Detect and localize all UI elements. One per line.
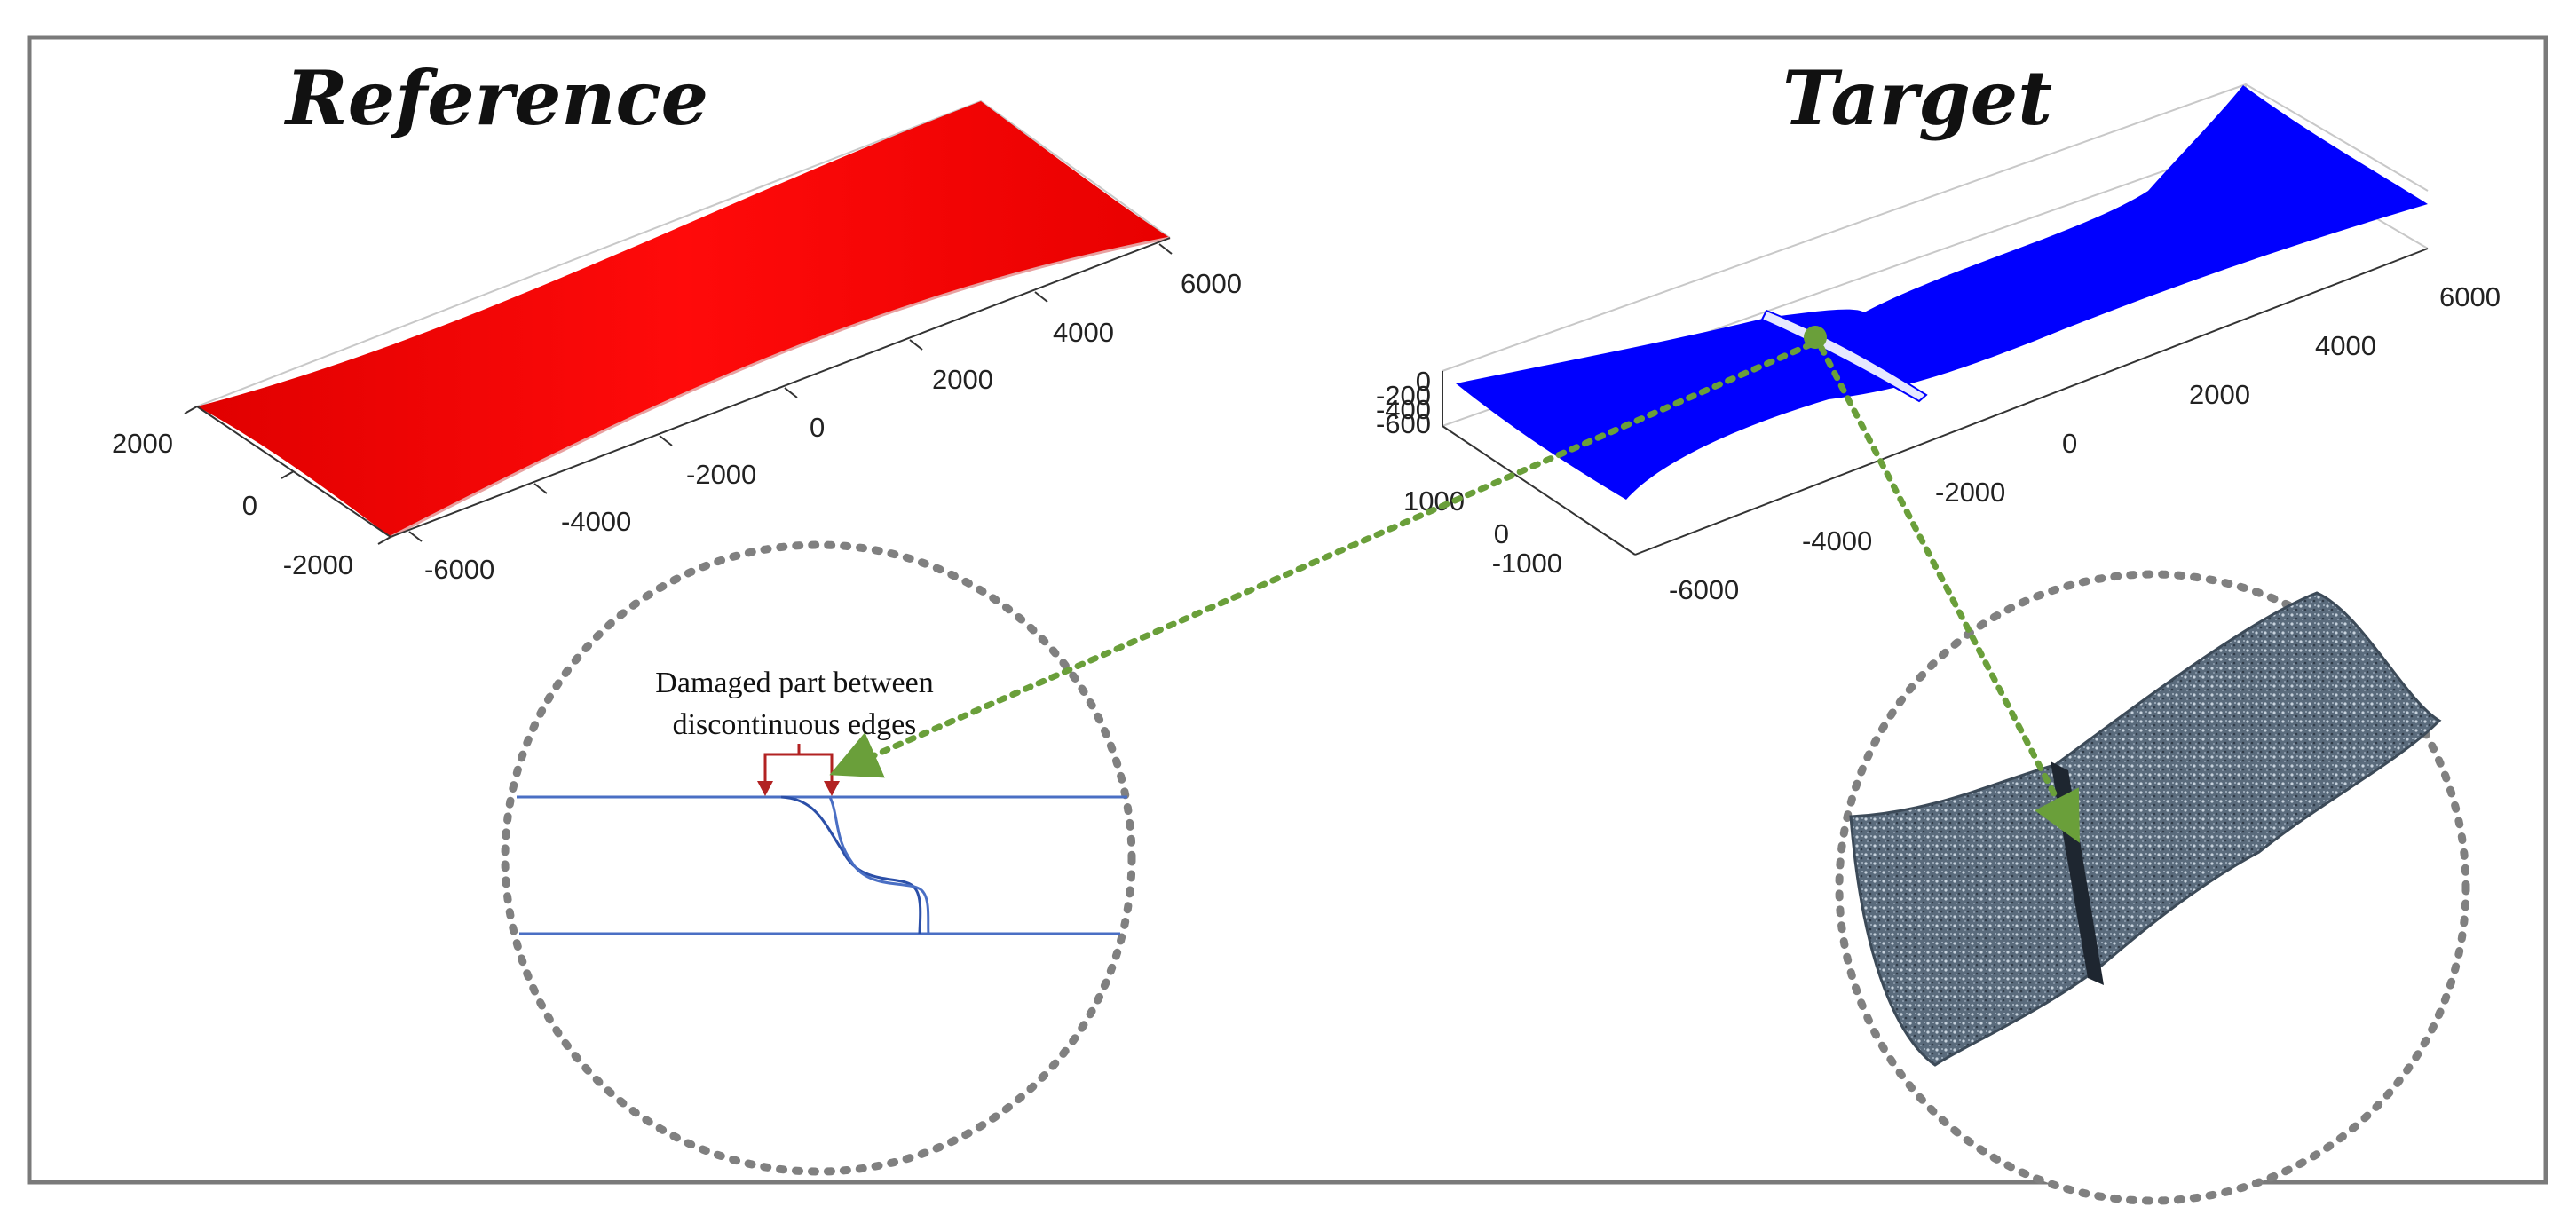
- reference-title: Reference: [284, 54, 708, 142]
- connector-to-schematic: [829, 341, 1814, 778]
- tgt-tick-long-5: -4000: [1802, 525, 1872, 556]
- tgt-tick-vert-1: -200: [1376, 380, 1431, 411]
- tgt-tick-long-6: -6000: [1669, 574, 1739, 605]
- reference-panel: Reference 6000 4000 2000 0 -2000 -4000 -…: [112, 54, 1242, 585]
- ref-tick-short-1: 0: [242, 490, 257, 521]
- reference-long-axis: [390, 237, 1171, 538]
- reference-short-axis-ticks: [184, 406, 391, 545]
- schematic-damage-curve-inner: [828, 796, 930, 935]
- figure-frame: [27, 35, 2548, 1185]
- tgt-tick-vert-2: -400: [1376, 394, 1431, 425]
- ref-tick-long-4: -2000: [686, 459, 756, 490]
- tgt-tick-long-4: -2000: [1935, 477, 2005, 508]
- connector-to-scan: [1818, 344, 2080, 843]
- ref-tick-long-3: 0: [810, 412, 825, 443]
- red-arrow-left-icon: [757, 781, 773, 796]
- tgt-tick-long-2: 2000: [2189, 379, 2250, 410]
- target-title: Target: [1782, 54, 2052, 142]
- tgt-tick-vert-0: 0: [1416, 366, 1431, 397]
- scan-surface-texture: [1849, 591, 2442, 1067]
- ref-tick-long-2: 2000: [932, 364, 993, 395]
- tgt-tick-short-1: 0: [1494, 518, 1509, 549]
- red-arrow-right-icon: [824, 781, 840, 796]
- ref-tick-short-0: 2000: [112, 428, 173, 459]
- target-surface: [1456, 85, 2428, 500]
- tgt-tick-long-0: 6000: [2439, 281, 2501, 312]
- schematic-damage-curve-outer: [780, 795, 922, 935]
- target-panel: Target 0 -200 -400 -600 6000 4000 2000 0…: [1376, 54, 2501, 605]
- ref-tick-short-2: -2000: [283, 549, 353, 580]
- ref-tick-long-5: -4000: [561, 506, 631, 537]
- reference-long-axis-ticks: [408, 243, 1173, 542]
- target-long-axis: [1634, 248, 2429, 556]
- ref-tick-long-6: -6000: [424, 554, 494, 585]
- ref-tick-long-0: 6000: [1181, 268, 1242, 299]
- target-short-axis: [1442, 425, 1636, 556]
- annotation-line-1: Damaged part between: [655, 667, 933, 699]
- tgt-tick-long-1: 4000: [2315, 330, 2376, 361]
- annotation-line-2: discontinuous edges: [673, 708, 917, 741]
- reference-surface: [197, 101, 1170, 537]
- scan-zoom: [1835, 570, 2470, 1205]
- schematic-zoom-circle: [501, 540, 1136, 1176]
- schematic-zoom: Damaged part between discontinuous edges: [501, 540, 1136, 1176]
- tgt-tick-vert-3: -600: [1376, 408, 1431, 439]
- ref-tick-long-1: 4000: [1053, 317, 1114, 348]
- tgt-tick-short-2: -1000: [1492, 548, 1562, 579]
- reference-surface-edge: [390, 236, 1171, 539]
- tgt-tick-long-3: 0: [2062, 428, 2077, 459]
